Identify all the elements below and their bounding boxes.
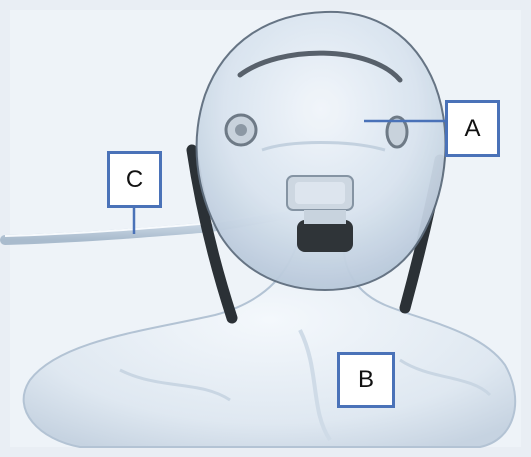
label-b: B	[337, 352, 395, 408]
bag-collar	[297, 220, 353, 252]
label-a: A	[445, 100, 500, 157]
label-c: C	[107, 151, 162, 208]
right-valve-port	[387, 117, 407, 147]
